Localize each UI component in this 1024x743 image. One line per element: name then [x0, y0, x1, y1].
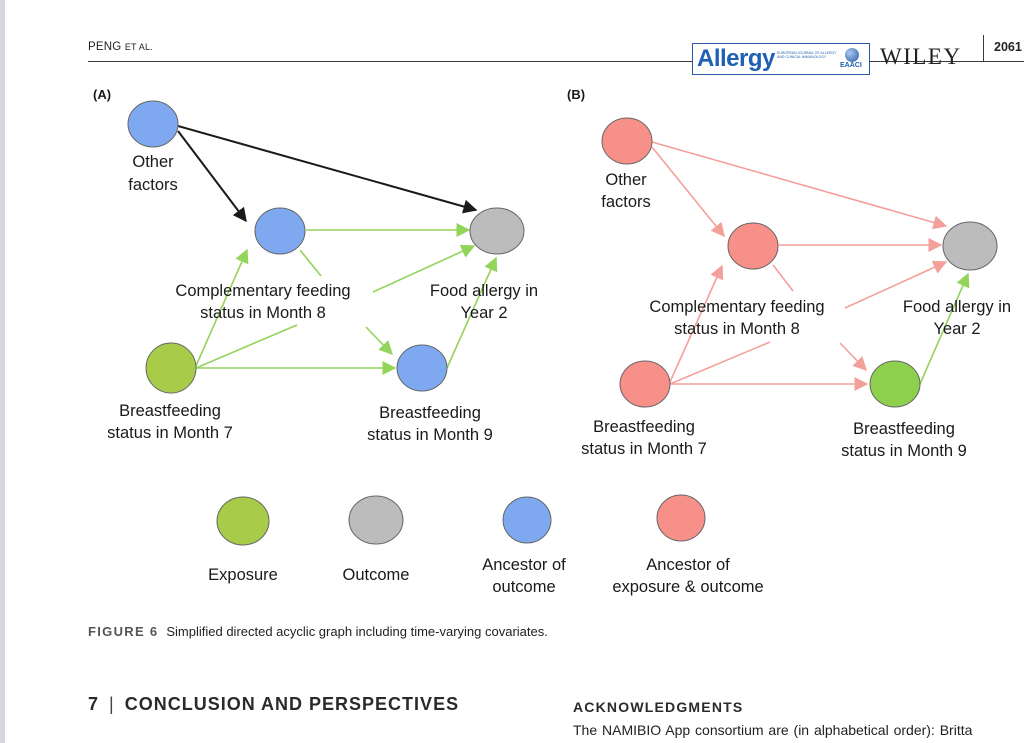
dag-node-label: factors: [128, 176, 178, 194]
legend-label: Ancestor of: [482, 556, 566, 574]
dag-edge: [669, 341, 771, 385]
figure-label: FIGURE 6: [88, 624, 159, 639]
dag-edge: [365, 326, 393, 356]
dag-edge: [651, 141, 948, 230]
dag-node-bf9: [869, 360, 921, 408]
legend-label: outcome: [492, 578, 555, 596]
panel-label: (B): [567, 87, 585, 102]
journal-name: Allergy: [697, 45, 775, 72]
acknowledgments-heading: ACKNOWLEDGMENTS: [573, 699, 744, 715]
dag-node-other: [601, 117, 653, 165]
legend: Exposure Outcome Ancestor of outcome Ancesto…: [208, 494, 764, 596]
publisher-logo: WILEY: [880, 44, 962, 69]
journal-subtitle: EUROPEAN JOURNAL OF ALLERGY AND CLINICAL…: [777, 51, 837, 59]
dag-edge: [299, 249, 322, 277]
dag-node-bf7: [619, 360, 671, 408]
section-heading: 7 | CONCLUSION AND PERSPECTIVES: [88, 694, 459, 715]
dag-node-label: factors: [601, 193, 651, 211]
author-suffix: ET AL.: [124, 42, 153, 52]
legend-label: Exposure: [208, 566, 278, 584]
dag-edge: [919, 272, 970, 385]
dag-node-label: status in Month 7: [581, 440, 707, 458]
legend-swatch: [656, 494, 706, 542]
acknowledgments-text: The NAMIBIO App consortium are (in alpha…: [573, 722, 973, 738]
author-name: PENG: [88, 41, 122, 53]
globe-icon: [845, 48, 859, 62]
panel-label: (A): [93, 87, 111, 102]
dag-edge: [195, 324, 298, 369]
dag-node-label: status in Month 9: [841, 442, 967, 460]
dag-edge: [177, 130, 247, 223]
dag-node-label: Year 2: [460, 304, 507, 322]
dag-node-label: Food allergy in: [903, 298, 1011, 316]
dag-edge: [195, 248, 249, 367]
dag-node-comp: [254, 207, 306, 255]
dag-edge: [372, 244, 476, 293]
dag-node-food: [469, 207, 525, 255]
dag-node-label: status in Month 7: [107, 424, 233, 442]
figure-caption: FIGURE 6 Simplified directed acyclic grap…: [88, 624, 548, 639]
society-logo: EAACI: [840, 62, 862, 69]
dag-edge: [844, 260, 948, 309]
legend-label: exposure & outcome: [612, 578, 763, 596]
dag-node-label: Other: [132, 153, 174, 171]
running-head-authors: PENG ET AL.: [88, 41, 153, 53]
dag-node-label: Food allergy in: [430, 282, 538, 300]
dag-edge: [446, 256, 498, 369]
legend-label: Ancestor of: [646, 556, 730, 574]
dag-node-label: Breastfeeding: [853, 420, 955, 438]
dag-node-label: Breastfeeding: [119, 402, 221, 420]
legend-swatch: [502, 496, 552, 544]
dag-node-bf9: [396, 344, 448, 392]
figure-caption-text: Simplified directed acyclic graph includ…: [166, 624, 548, 639]
dag-edge: [839, 342, 867, 372]
dag-edge: [651, 146, 725, 238]
legend-swatch: [216, 496, 270, 546]
dag-node-label: Complementary feeding: [649, 298, 824, 316]
dag-node-food: [942, 221, 998, 271]
legend-swatch: [348, 495, 404, 545]
dag-node-label: Year 2: [933, 320, 980, 338]
section-separator: |: [109, 694, 115, 714]
section-title: CONCLUSION AND PERSPECTIVES: [124, 694, 460, 714]
dag-node-label: status in Month 8: [200, 304, 326, 322]
dag-node-comp: [727, 222, 779, 270]
page-number: 2061: [994, 40, 1022, 54]
header-rule: [88, 61, 1024, 62]
dag-edge: [669, 264, 724, 383]
dag-node-label: status in Month 8: [674, 320, 800, 338]
dag-node-label: Other: [605, 171, 647, 189]
section-number: 7: [88, 694, 100, 714]
dag-node-other: [127, 100, 179, 148]
journal-logo: Allergy EUROPEAN JOURNAL OF ALLERGY AND …: [692, 43, 870, 75]
dag-node-label: Complementary feeding: [175, 282, 350, 300]
page-number-separator: [983, 35, 984, 62]
dag-edge: [177, 125, 478, 214]
dag-node-label: status in Month 9: [367, 426, 493, 444]
dag-node-label: Breastfeeding: [379, 404, 481, 422]
dag-node-label: Breastfeeding: [593, 418, 695, 436]
dag-node-bf7: [145, 342, 197, 394]
dag-edge: [772, 264, 794, 292]
legend-label: Outcome: [343, 566, 410, 584]
page-margin-bar: [0, 0, 5, 743]
